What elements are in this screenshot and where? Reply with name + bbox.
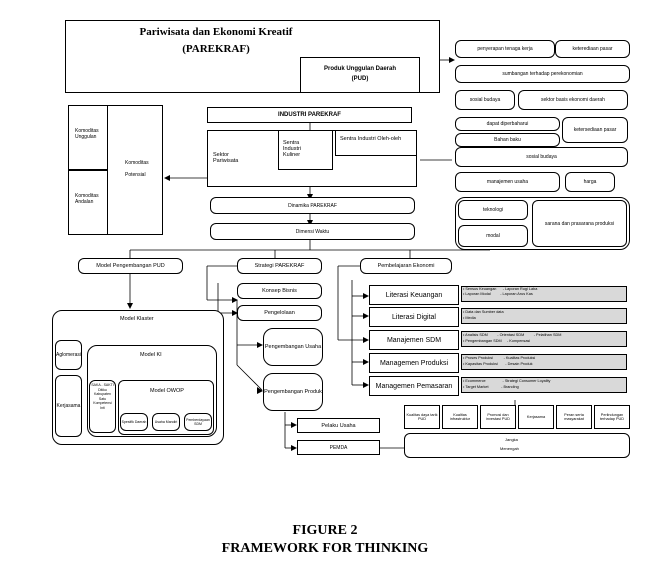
sentra-kuliner-label: Sentra Industri Kuliner (283, 140, 302, 158)
manajemen-sdm-box: Manajemen SDM (369, 330, 459, 350)
managemen-pemasaran-detail-1: • Ecommerce - Strategi Consumer Loyality (463, 379, 551, 383)
outcome-kualitas-daya-tarik: Kualitas daya tarik PUD (404, 405, 440, 429)
saka-line4: Satu (98, 396, 107, 401)
managemen-produksi-detail (461, 354, 627, 370)
literasi-keuangan-box: Literasi Keuangan (369, 285, 459, 305)
factor-keterediaan: keterediaan pasar (555, 40, 630, 58)
managemen-produksi-detail-2: • Kapasitas Produksi - Desain Produk (463, 362, 533, 366)
saka-line3: Kabupaten (94, 392, 111, 396)
strategi-box: Strategi PAREKRAF (237, 258, 322, 274)
owop-spesifik-box: Spesifik Daerah (120, 413, 148, 431)
literasi-digital-detail-1: • Data dan Sumber data (463, 310, 504, 314)
dimensi-waktu-box: Dimensi Waktu (210, 223, 415, 240)
pengelolaan-box: Pengelolaan (237, 305, 322, 321)
sentra-oleh-label: Sentra Industri Oleh-oleh (340, 136, 402, 142)
figure-caption-line2: FRAMEWORK FOR THINKING (221, 541, 429, 556)
literasi-keuangan-detail-1: • Sensus Keuangan - Laporan Rugi Laba (463, 287, 538, 291)
factor-penyerapan: penyerapan tenaga kerja (455, 40, 555, 58)
kerjasama-left-box: Kerjasama (55, 375, 82, 437)
aglomerasi-box: Aglomerasi (55, 340, 82, 370)
pembelajaran-box: Pembelajaran Ekonomi (360, 258, 452, 274)
model-pengembangan-box: Model Pengembangan PUD (78, 258, 183, 274)
literasi-keuangan-detail-2: • Laporan Modal - Laporan Arus Kas (463, 292, 533, 296)
sentra-kuliner-box (278, 130, 333, 170)
factor-diperbaharui: dapat diperbaharui (455, 117, 560, 131)
saka-line6: Inti (100, 405, 105, 410)
managemen-pemasaran-box: Managemen Pemasaran (369, 376, 459, 396)
outcome-perlindungan: Perlindungan terhadap PUD (594, 405, 630, 429)
pengembangan-usaha-box: Pengembangan Usaha (263, 328, 323, 366)
komoditas-andalan-label: Komoditas Andalan (75, 193, 99, 205)
saka-sakti-box (89, 380, 116, 433)
industri-parekraf-box: INDUSTRI PAREKRAF (207, 107, 412, 123)
pemda-box: PEMDA (297, 440, 380, 455)
outcome-kerjasama: Kerjasama (518, 405, 554, 429)
manajemen-sdm-detail-2: • Pengembangan SDM - Kompensasi (463, 339, 531, 343)
pud-line1: Produk Unggulan Daerah (323, 66, 396, 72)
outcome-promosi-investasi: Promosi dan investasi PUD (480, 405, 516, 429)
model-ki-label: Model KI (140, 352, 162, 358)
figure-caption-line1: FIGURE 2 (292, 523, 358, 538)
menengah-label: Menengah (500, 446, 519, 451)
model-owop-label: Model OWOP (150, 388, 184, 394)
managemen-pemasaran-detail-2: • Target Market - Branding (463, 385, 519, 389)
factor-bahan-baku: Bahan baku (455, 133, 560, 147)
factor-sosial-budaya-2: sosial budaya (455, 147, 628, 167)
factor-manajemen-usaha: manajemen usaha (455, 172, 560, 192)
managemen-pemasaran-detail (461, 377, 627, 393)
literasi-digital-detail-2: • Media (463, 316, 476, 320)
jangka-menengah-box (404, 433, 630, 458)
managemen-produksi-detail-1: • Proses Produksi - Kualitas Produksi (463, 356, 536, 360)
factor-teknologi: teknologi (458, 200, 528, 220)
factor-sarana: sarana dan prasarana produksi (532, 200, 627, 247)
factor-sosial-budaya-1: sosial budaya (455, 90, 515, 110)
konsep-bisnis-box: Konsep Bisnis (237, 283, 322, 299)
potensial-label: Potensial (125, 172, 146, 178)
saka-line1: SAKA - SAKTI (91, 383, 114, 387)
owop-usaha-box: Usaha Mandiri (152, 413, 180, 431)
dinamika-box: Dinamika PAREKRAF (210, 197, 415, 214)
factor-modal: modal (458, 225, 528, 247)
factor-sektor-basis: sektor basis ekonomi daerah (518, 90, 628, 110)
model-klaster-label: Model Klaster (120, 316, 154, 322)
komoditas-label: Komoditas (125, 160, 149, 166)
komoditas-unggulan-box (68, 105, 108, 170)
manajemen-sdm-detail-1: • Analisis SDM - Orientasi SDM - Pelatih… (463, 333, 562, 337)
managemen-produksi-box: Managemen Produksi (369, 353, 459, 373)
literasi-digital-detail (461, 308, 627, 324)
outcome-peran-serta: Peran serta masyarakat (556, 405, 592, 429)
sentra-oleh-box (335, 130, 417, 156)
literasi-keuangan-detail (461, 286, 627, 302)
header-title-line1: Pariwisata dan Ekonomi Kreatif (139, 26, 293, 38)
saka-line5: Kompetensi (93, 401, 112, 405)
owop-pemberdayaan-box: Pemberdayaan SDM (184, 413, 212, 431)
factor-harga: harga (565, 172, 615, 192)
pelaku-usaha-box: Pelaku Usaha (297, 418, 380, 433)
factor-sumbangan: sumbangan terhadap perekonomian (455, 65, 630, 83)
factor-ketersediaan: ketersediaan pasar (562, 117, 628, 143)
komoditas-unggulan-label: Komoditas Unggulan (75, 128, 99, 140)
literasi-digital-box: Literasi Digital (369, 307, 459, 327)
header-title-line2: (PAREKRAF) (182, 43, 250, 55)
pengembangan-produk-box: Pengembangan Produk (263, 373, 323, 411)
manajemen-sdm-detail (461, 331, 627, 347)
outcome-kualitas-infrastruktur: Kualitas infrastruktur (442, 405, 478, 429)
sektor-pariwisata-label: Sektor Pariwisata (213, 152, 239, 164)
komoditas-andalan-box (68, 170, 108, 235)
saka-sakti-text: SAKA - SAKTI Ditiku Kabupaten Satu Kompe… (89, 383, 116, 410)
pud-box: Produk Unggulan Daerah (PUD) (300, 57, 420, 93)
pud-line2: (PUD) (351, 76, 369, 82)
saka-line2: Ditiku (98, 387, 107, 392)
jangka-label: Jangka (505, 437, 518, 442)
